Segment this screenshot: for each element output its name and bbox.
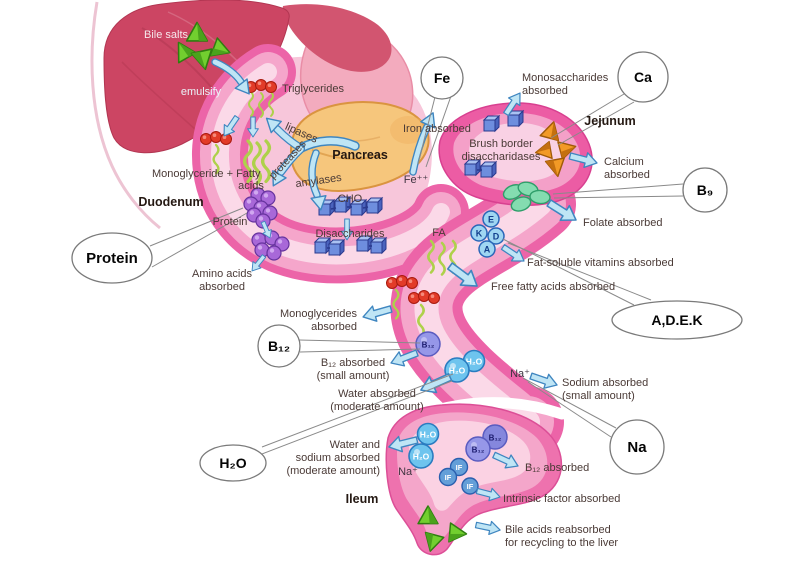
vitamin-d-label: D bbox=[493, 232, 500, 242]
h2o-ball-label: H₂O bbox=[413, 452, 430, 462]
b12-ball-label: B₁₂ bbox=[422, 341, 435, 350]
callout-bubbles: Fe Ca B₉ Protein A,D.E.K B₁₂ Na H₂O bbox=[71, 51, 743, 482]
b12-callout-label: B₁₂ bbox=[268, 338, 290, 354]
water-moderate-label: Water absorbed(moderate amount) bbox=[330, 388, 424, 413]
emulsify-label: emulsify bbox=[181, 86, 222, 98]
fa-label: FA bbox=[432, 227, 446, 239]
liver bbox=[103, 0, 392, 154]
body-outline bbox=[90, 1, 161, 230]
iron-absorbed-label: Iron absorbed bbox=[403, 123, 471, 135]
disaccharide-cubes bbox=[314, 235, 387, 256]
acids-label: acids bbox=[238, 180, 264, 192]
fe-callout-label: Fe bbox=[434, 70, 451, 86]
fat-soluble-vitamin-circles: E K D A bbox=[470, 210, 505, 258]
b9-callout bbox=[682, 167, 728, 213]
protein-callout-label: Protein bbox=[86, 250, 138, 267]
pancreas bbox=[289, 101, 430, 192]
free-fatty-absorbed-label: Free fatty acids absorbed bbox=[491, 281, 615, 293]
na-callout-label: Na bbox=[627, 439, 647, 456]
adek-callout-label: A,D.E.K bbox=[651, 312, 702, 328]
disaccharides-label: Disaccharides bbox=[315, 228, 385, 240]
adek-callout bbox=[611, 300, 743, 340]
intrinsic-factor-absorbed-label: Intrinsic factor absorbed bbox=[503, 493, 620, 505]
protein-label: Protein bbox=[213, 216, 248, 228]
b12-absorbed-label: B₁₂ absorbed bbox=[525, 462, 589, 474]
b12-molecule-jejunum: B₁₂ bbox=[415, 331, 441, 357]
b12-ball-label: B₁₂ bbox=[472, 446, 485, 455]
na-ion-ileum-label: Na⁺ bbox=[398, 466, 418, 478]
fat-soluble-absorbed-label: Fat-soluble vitamins absorbed bbox=[527, 257, 674, 269]
diagram-labels: Bile salts emulsify Triglycerides lipase… bbox=[138, 29, 673, 549]
brush-border-cubes bbox=[464, 110, 524, 178]
b12-small-label: B₁₂ absorbed(small amount) bbox=[317, 357, 390, 382]
b12-ball-label: B₁₂ bbox=[489, 434, 502, 443]
ca-callout bbox=[617, 51, 669, 103]
na-ion-jejunum-label: Na⁺ bbox=[510, 368, 530, 380]
fe-ion-label: Fe⁺⁺ bbox=[404, 174, 429, 186]
if-ball-label: IF bbox=[456, 463, 463, 472]
ca-callout-label: Ca bbox=[634, 69, 652, 85]
bile-acids-arrow bbox=[474, 517, 503, 538]
bile-salts-label: Bile salts bbox=[144, 29, 189, 41]
monoglycerides-arrow bbox=[360, 300, 394, 326]
fe-callout bbox=[420, 56, 464, 100]
cho-cubes bbox=[318, 196, 383, 216]
callout-leader-lines bbox=[149, 93, 684, 458]
pancreas-label: Pancreas bbox=[332, 148, 388, 162]
water-molecules-jejunum: H₂O H₂O bbox=[444, 349, 486, 383]
vitamin-e-label: E bbox=[488, 215, 494, 225]
water-molecules-ileum: H₂O H₂O bbox=[408, 422, 440, 469]
b9-callout-label: B₉ bbox=[697, 182, 713, 198]
jejunum-label: Jejunum bbox=[584, 114, 635, 128]
sodium-small-label: Sodium absorbed(small amount) bbox=[562, 377, 648, 402]
ileum-label: Ileum bbox=[346, 492, 379, 506]
intrinsic-factor-molecules: IF IF IF bbox=[438, 457, 479, 495]
h2o-ball-label: H₂O bbox=[449, 366, 466, 376]
b12-callout bbox=[257, 324, 301, 368]
vitamin-k-label: K bbox=[476, 229, 483, 239]
na-callout bbox=[609, 419, 665, 475]
if-ball-label: IF bbox=[445, 473, 452, 482]
protein-callout bbox=[71, 232, 153, 284]
process-arrows bbox=[211, 58, 600, 538]
h2o-ball-label: H₂O bbox=[466, 357, 483, 367]
folate-absorbed-label: Folate absorbed bbox=[583, 217, 663, 229]
h2o-ball-label: H₂O bbox=[420, 430, 437, 440]
triglycerides-label: Triglycerides bbox=[282, 83, 344, 95]
if-ball-label: IF bbox=[467, 482, 474, 491]
h2o-callout-label: H₂O bbox=[219, 455, 246, 471]
cho-label: CHO bbox=[338, 193, 363, 205]
duodenum-label: Duodenum bbox=[138, 195, 203, 209]
h2o-callout bbox=[199, 444, 267, 482]
b12-molecules-ileum: B₁₂ B₁₂ bbox=[465, 424, 508, 462]
monoglyceride-fatty-label: Monoglyceride + Fatty bbox=[152, 168, 261, 180]
vitamin-a-label: A bbox=[484, 245, 491, 255]
